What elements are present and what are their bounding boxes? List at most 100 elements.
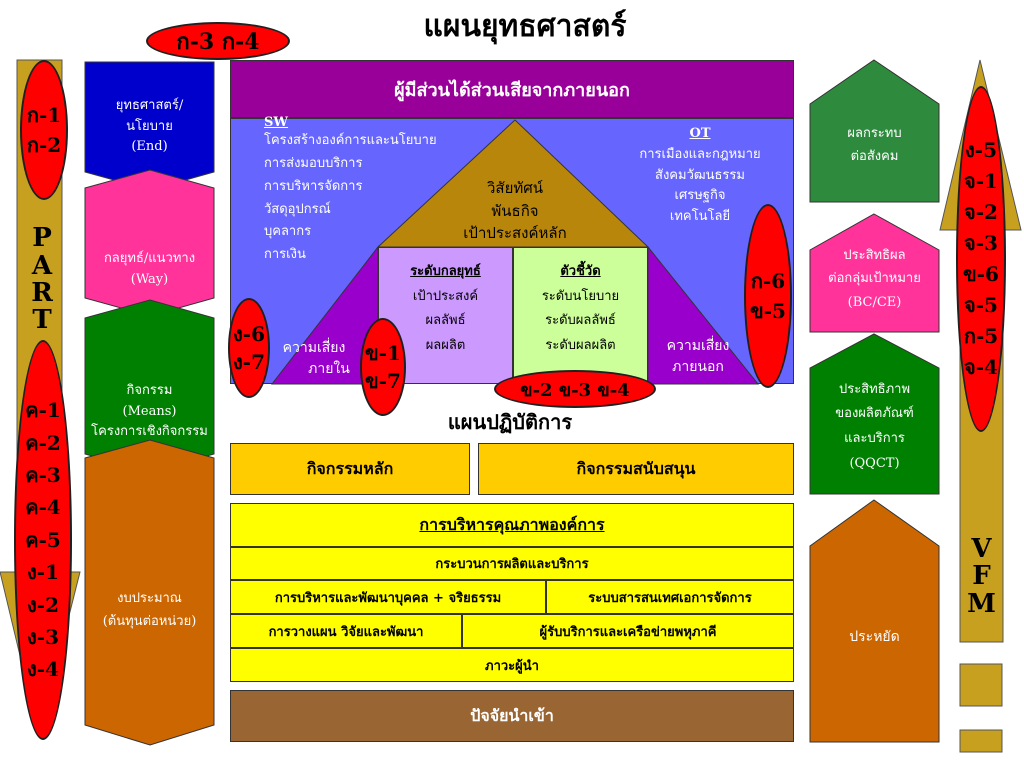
ot-item: เทคโนโลยี — [669, 209, 731, 225]
risk-internal: ความเสี่ยง ภายใน — [272, 336, 356, 382]
oval-k-codes: ค-1 ค-2 ค-3 ค-4 ค-5 ง-1 ง-2 ง-3 ง-4 — [14, 340, 72, 740]
label-means: (Means) — [122, 403, 177, 419]
part-letter-p: P — [32, 223, 52, 254]
label-target-group: ต่อกลุ่มเป้าหมาย — [828, 271, 921, 287]
code-g7: ง-7 — [233, 350, 265, 374]
part-label: P A R T — [20, 220, 64, 340]
code-kh6: ข-6 — [963, 262, 999, 286]
part-letter-t: T — [32, 305, 52, 336]
right-economy: ประหยัด — [849, 629, 900, 645]
indicator-item: ระดับผลลัพธ์ — [545, 313, 616, 329]
left-activity-means: กิจกรรม (Means) โครงการเชิงกิจกรรม — [82, 372, 217, 452]
hr-ethics: การบริหารและพัฒนาบุคคล + จริยธรรม — [230, 580, 546, 614]
code-kh1: ค-1 — [25, 398, 61, 423]
page-title: แผนยุทธศาสตร์ — [423, 8, 627, 44]
risk-external-line: ความเสี่ยง — [666, 338, 730, 354]
risk-external: ความเสี่ยง ภายนอก — [652, 334, 744, 380]
code-k6: ก-6 — [750, 269, 786, 293]
oval-k3-k4: ก-3 ก-4 — [146, 22, 290, 60]
part-letter-r: R — [31, 278, 53, 308]
code-ch2: จ-2 — [964, 200, 998, 224]
code-ch4: จ-4 — [964, 355, 998, 379]
code-ng4: ง-4 — [27, 657, 59, 682]
oval-k1-k2: ก-1 ก-2 — [20, 60, 68, 200]
vfm-label: V F M — [960, 532, 1003, 622]
label-project: โครงการเชิงกิจกรรม — [91, 424, 208, 440]
oval-k6-kh5: ก-6 ข-5 — [744, 204, 792, 388]
label-policy: นโยบาย — [126, 118, 173, 134]
left-budget: งบประมาณ (ต้นทุนต่อหน่วย) — [85, 580, 214, 640]
vfm-letter-v: V — [971, 534, 992, 565]
support-activity-box: กิจกรรมสนับสนุน — [478, 443, 794, 495]
code-ng1: ง-1 — [27, 560, 59, 585]
left-strategy-policy: ยุทธศาสตร์/ นโยบาย (End) — [85, 92, 214, 162]
right-social-impact: ผลกระทบ ต่อสังคม — [810, 110, 939, 180]
indicator-item: ระดับผลผลิต — [545, 338, 616, 354]
code-ch3: จ-3 — [964, 231, 998, 255]
ot-item: การเมืองและกฎหมาย — [639, 146, 761, 162]
code-ng2: ง-2 — [27, 592, 59, 617]
ot-item: สังคมวัฒนธรรม — [655, 167, 745, 183]
sw-item: การบริหารจัดการ — [264, 178, 363, 194]
stakeholder-banner: ผู้มีส่วนได้ส่วนเสียจากภายนอก — [230, 60, 794, 118]
ot-block: OT การเมืองและกฎหมาย สังคมวัฒนธรรม เศรษฐ… — [610, 124, 790, 244]
quality-management: การบริหารคุณภาพองค์การ — [230, 503, 794, 547]
ot-item: เศรษฐกิจ — [674, 188, 726, 204]
risk-external-line: ภายนอก — [672, 359, 724, 375]
label-end: (End) — [131, 139, 168, 155]
indicator-heading: ตัวชี้วัด — [560, 264, 601, 279]
vision-text: วิสัยทัศน์ — [486, 179, 544, 198]
ot-heading: OT — [689, 126, 711, 141]
label-qqct: (QQCT) — [849, 455, 900, 471]
strategy-item: ผลลัพธ์ — [425, 313, 466, 329]
sw-item: วัสดุอุปกรณ์ — [264, 201, 331, 217]
vision-mission: วิสัยทัศน์ พันธกิจ เป้าประสงค์หลัก — [430, 176, 600, 246]
oval-right-codes: ง-5 จ-1 จ-2 จ-3 ข-6 จ-5 ก-5 จ-4 — [956, 86, 1006, 432]
left-chevrons — [84, 61, 215, 746]
sw-heading: SW — [264, 115, 288, 130]
label-budget: งบประมาณ — [117, 590, 182, 606]
production-process: กระบวนการผลิตและบริการ — [230, 547, 794, 580]
label-bc-ce: (BC/CE) — [847, 294, 902, 310]
code-g6: ง-6 — [233, 322, 265, 346]
strategy-heading: ระดับกลยุทธ์ — [410, 264, 481, 279]
left-tactics-way: กลยุทธ์/แนวทาง (Way) — [85, 240, 214, 300]
code-kh7: ข-7 — [365, 369, 401, 393]
planning-research: การวางแผน วิจัยและพัฒนา — [230, 614, 462, 648]
label-social: ต่อสังคม — [850, 149, 899, 164]
label-unit-cost: (ต้นทุนต่อหน่วย) — [102, 614, 197, 629]
label-strategy: ยุทธศาสตร์/ — [115, 97, 184, 113]
code-ch1: จ-1 — [964, 169, 998, 193]
oval-kh1-kh7: ข-1 ข-7 — [360, 318, 406, 416]
right-efficiency: ประสิทธิภาพ ของผลิตภัณฑ์ และบริการ (QQCT… — [810, 368, 939, 486]
code-kh4: ค-4 — [25, 495, 61, 520]
label-impact: ผลกระทบ — [847, 125, 902, 141]
label-effectiveness: ประสิทธิผล — [843, 247, 906, 263]
strategy-item: เป้าประสงค์ — [412, 288, 479, 304]
strategy-item: ผลผลิต — [425, 338, 466, 354]
vfm-letter-f: F — [972, 561, 991, 592]
input-factors: ปัจจัยนำเข้า — [230, 690, 794, 742]
oval-k2-text: ก-2 — [26, 133, 62, 157]
code-ch5: จ-5 — [964, 293, 998, 317]
leadership: ภาวะผู้นำ — [230, 648, 794, 682]
label-way: (Way) — [130, 272, 169, 287]
code-ng3: ง-3 — [27, 624, 59, 649]
indicator-box: ตัวชี้วัด ระดับนโยบาย ระดับผลลัพธ์ ระดับ… — [513, 247, 648, 384]
risk-internal-line: ความเสี่ยง — [282, 340, 346, 356]
indicator-item: ระดับนโยบาย — [541, 288, 620, 304]
right-effectiveness: ประสิทธิผล ต่อกลุ่มเป้าหมาย (BC/CE) — [810, 236, 939, 322]
mission-text: พันธกิจ — [491, 201, 539, 220]
code-kh5: ค-5 — [25, 527, 61, 552]
main-goal-text: เป้าประสงค์หลัก — [463, 224, 567, 243]
code-k5: ก-5 — [963, 324, 999, 348]
code-kh3: ค-3 — [25, 463, 61, 488]
label-tactics: กลยุทธ์/แนวทาง — [103, 251, 196, 267]
code-kh2: ค-2 — [25, 430, 61, 455]
sw-item: การส่งมอบบริการ — [264, 156, 363, 172]
oval-kh2-kh3-kh4: ข-2 ข-3 ข-4 — [494, 370, 656, 408]
oval-g6-g7: ง-6 ง-7 — [228, 298, 270, 398]
info-system: ระบบสารสนเทศเอการจัดการ — [546, 580, 794, 614]
